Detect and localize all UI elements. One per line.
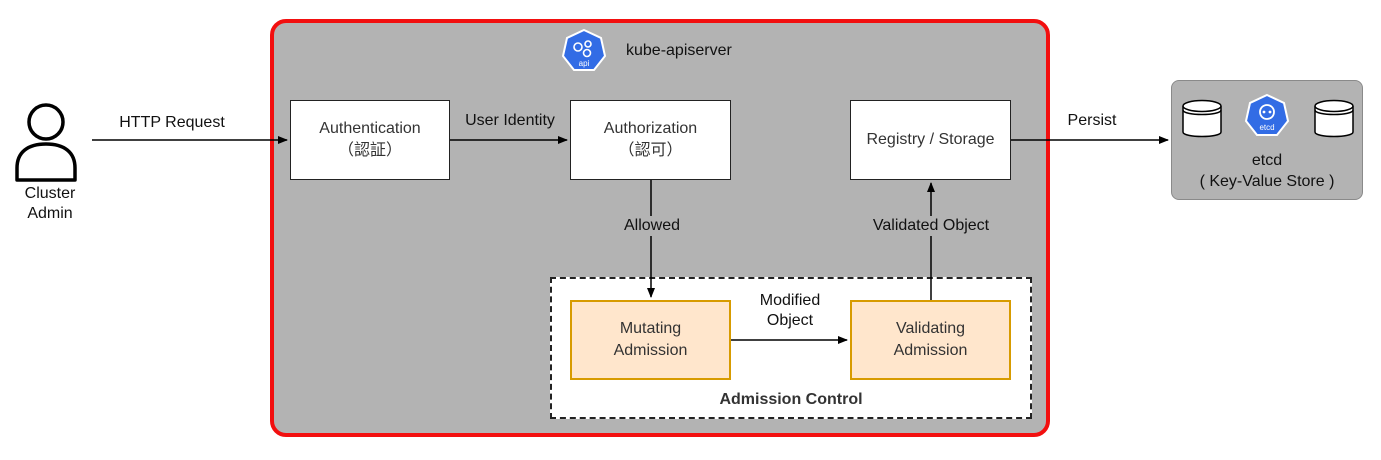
- edge-label-user-identity: User Identity: [452, 111, 568, 131]
- database-icon: [1314, 99, 1354, 138]
- authentication-step: Authentication （認証）: [290, 100, 450, 180]
- edge-label-validated-object: Validated Object: [856, 216, 1006, 236]
- authorization-step: Authorization （認可）: [570, 100, 731, 180]
- etcd-icon: etcd: [1244, 93, 1290, 136]
- etcd-label: etcd ( Key-Value Store ): [1199, 152, 1335, 190]
- user-icon: [15, 103, 77, 182]
- database-icon: [1182, 99, 1222, 138]
- edge-label-modified-object: Modified Object: [740, 291, 840, 331]
- apiserver-title: kube-apiserver: [626, 42, 732, 59]
- validating-admission-step: Validating Admission: [850, 300, 1011, 380]
- mutating-admission-step: Mutating Admission: [570, 300, 731, 380]
- edge-label-http-request: HTTP Request: [119, 114, 225, 131]
- actor-label: Cluster Admin: [24, 185, 76, 222]
- admission-control-title: Admission Control: [719, 391, 863, 408]
- svg-text:api: api: [579, 59, 590, 68]
- edge-label-persist: Persist: [1067, 112, 1117, 129]
- svg-text:etcd: etcd: [1259, 123, 1274, 132]
- kubernetes-api-icon: api: [561, 28, 607, 71]
- edge-label-allowed: Allowed: [612, 216, 692, 236]
- registry-storage-step: Registry / Storage: [850, 100, 1011, 180]
